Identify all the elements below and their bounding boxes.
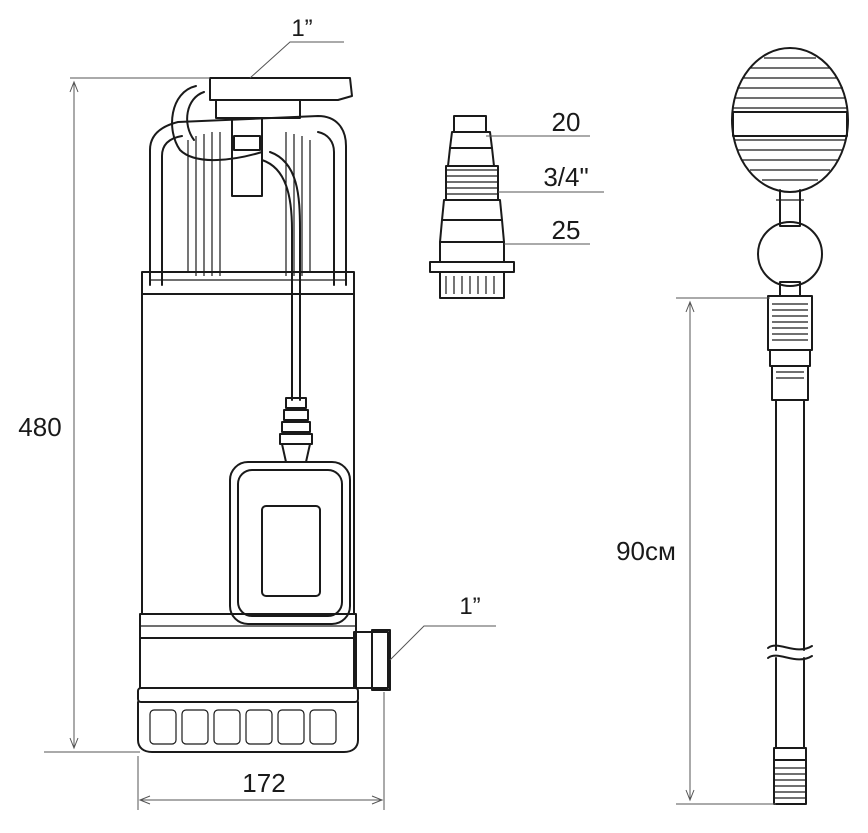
float-ring [757,221,823,287]
float-rod-drawing [731,47,849,805]
adapter-small-label: 20 [552,107,581,137]
float-length-label: 90см [616,536,676,566]
base-feet [149,709,337,745]
pump-drawing [137,77,391,753]
float-rod-dimensions: 90см [616,297,776,805]
top-outlet-label: 1” [291,15,312,42]
height-label: 480 [18,412,61,442]
connector-grille [772,303,808,341]
side-outlet-label: 1” [459,593,480,620]
adapter-mid-label: 3/4" [543,162,588,192]
float-ball-ribs [733,57,847,181]
adapter-thread-rings [446,169,498,195]
width-label: 172 [242,768,285,798]
pump-dimensions: 1” 480 1” 172 [18,15,496,810]
adapter-dimensions: 20 3/4" 25 [486,107,604,245]
adapter-large-label: 25 [552,215,581,245]
float-switch [229,461,351,625]
cage-ribs [187,132,311,276]
hose-adapter-drawing [429,115,515,299]
